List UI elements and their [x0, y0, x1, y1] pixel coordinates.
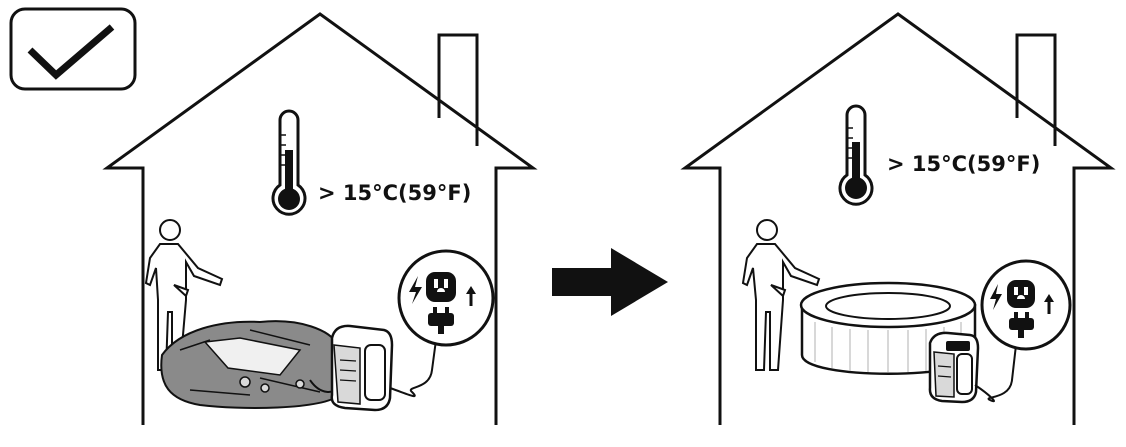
temperature-label: > 15°C(59°F) — [887, 152, 1040, 176]
up-arrow-icon — [1044, 294, 1054, 314]
electricity-bolt-icon — [990, 284, 1002, 310]
temperature-label: > 15°C(59°F) — [318, 181, 471, 205]
thermometer-icon — [838, 104, 874, 206]
power-plug-badge — [397, 249, 495, 347]
check-icon — [27, 24, 115, 80]
electricity-bolt-icon — [409, 276, 422, 304]
power-plug-icon — [1007, 280, 1035, 338]
spa-pump — [928, 331, 1017, 404]
house-outline — [680, 12, 1116, 425]
right-arrow-icon — [552, 248, 668, 316]
up-arrow-icon — [466, 286, 476, 306]
person-figure — [741, 219, 821, 371]
panel-after: > 15°C(59°F) — [680, 12, 1116, 425]
spa-pump — [330, 324, 437, 412]
deflated-spa — [160, 320, 342, 409]
thermometer-icon — [271, 109, 307, 216]
house-outline — [102, 12, 538, 425]
panel-before: > 15°C(59°F) — [102, 12, 538, 425]
power-plug-icon — [426, 272, 456, 334]
person-figure — [144, 219, 224, 371]
power-plug-badge — [980, 259, 1072, 351]
check-badge — [9, 7, 137, 91]
